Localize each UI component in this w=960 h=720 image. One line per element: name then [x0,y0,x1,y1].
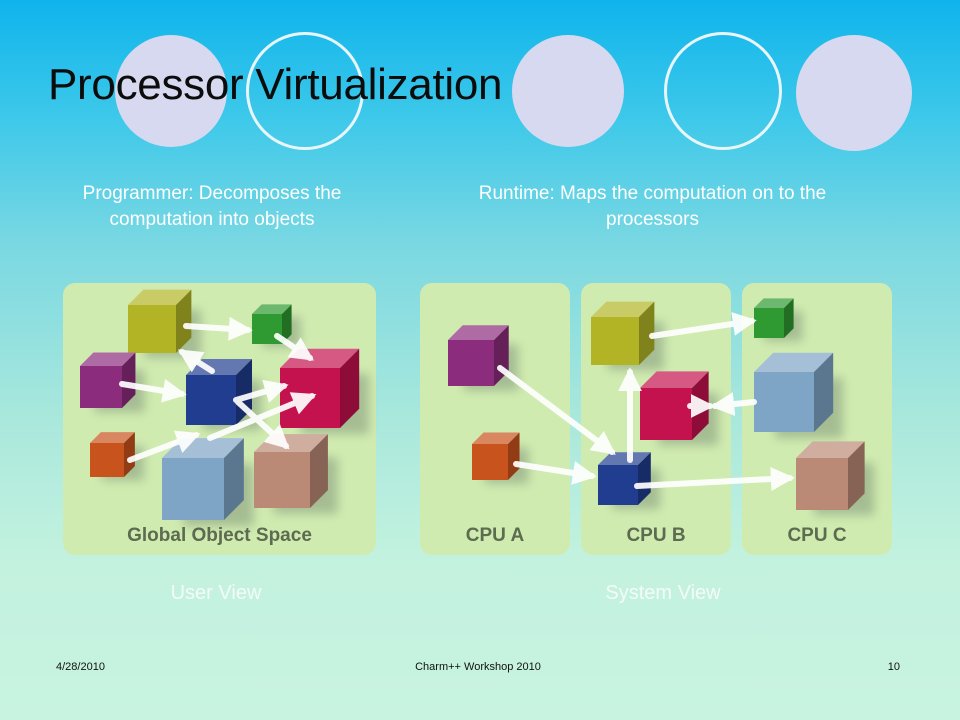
mapping-arrow [119,379,187,403]
cube-front [448,340,494,386]
decor-circle [512,35,624,147]
footer-page-number: 10 [887,661,900,673]
cube-side [310,434,328,508]
cube-side [122,352,136,408]
blue-object-cube [186,359,252,425]
mapping-arrow [127,430,201,463]
cube-front [796,458,848,510]
yellow-object-cube [128,289,192,353]
footer-event: Charm++ Workshop 2010 [415,661,541,673]
cube-side [282,304,292,344]
cube-front [128,305,176,353]
cube-front [80,366,122,408]
mapping-arrow [513,461,597,485]
green-object-cube [252,304,292,344]
cube-top [252,304,292,314]
mapping-arrow [649,311,757,339]
cube-top [80,352,136,366]
cpu-a-label: CPU A [465,525,525,546]
cube-top [591,301,655,317]
cube-front [90,443,124,477]
cube-side [639,301,655,365]
mapping-arrow [183,316,253,341]
decor-ring [664,32,782,150]
mapping-arrow [497,365,616,455]
orange-object-cube [90,432,135,477]
mapping-arrow [177,349,215,374]
mapping-arrow [634,467,795,491]
cube-front [598,465,638,505]
cube-side [224,438,244,520]
green-object-cube [754,298,794,338]
system-view-label: System View [605,582,721,604]
cube-top [90,432,135,443]
cube-top [128,289,192,305]
global-object-space-label: Global Object Space [127,525,312,546]
red-object-cube [280,348,360,428]
cube-top [640,371,709,388]
decor-circle [115,35,227,147]
light-blue-object-cube [754,352,834,432]
decor-circle [796,35,912,151]
cube-front [186,375,236,425]
mapping-arrow [710,392,757,416]
cube-top [754,352,834,372]
cpu-c-label: CPU C [787,525,847,546]
cube-side [176,289,192,353]
cube-top [754,298,794,308]
tan-object-cube [796,441,865,510]
cube-front [591,317,639,365]
cube-side [784,298,794,338]
mapping-arrow [207,392,317,441]
cube-side [124,432,135,477]
purple-object-cube [80,352,136,408]
slide-title: Processor Virtualization [48,60,503,109]
cube-top [472,432,520,444]
cube-side [508,432,520,480]
cube-side [814,352,834,432]
orange-object-cube [472,432,520,480]
decor-ring [246,32,364,150]
user-view-label: User View [170,582,262,604]
yellow-object-cube [591,301,655,365]
mapping-arrow [235,399,290,450]
blue-object-cube [598,452,651,505]
purple-object-cube [448,325,509,386]
cube-front [754,308,784,338]
programmer-caption: Programmer: Decomposes the computation i… [82,183,342,230]
cube-top [598,452,651,465]
light-blue-object-cube [162,438,244,520]
cube-front [640,388,692,440]
cube-side [340,348,360,428]
cube-front [754,372,814,432]
cube-top [448,325,509,340]
cube-side [638,452,651,505]
cube-front [254,452,310,508]
footer-date: 4/28/2010 [56,661,105,673]
cpu-b-label: CPU B [626,525,686,546]
cube-top [796,441,865,458]
cube-side [848,441,865,510]
mapping-arrow [274,333,314,361]
tan-object-cube [254,434,328,508]
mapping-arrow [233,379,289,403]
cube-front [472,444,508,480]
runtime-caption: Runtime: Maps the computation on to the … [478,183,827,230]
cube-front [162,458,224,520]
